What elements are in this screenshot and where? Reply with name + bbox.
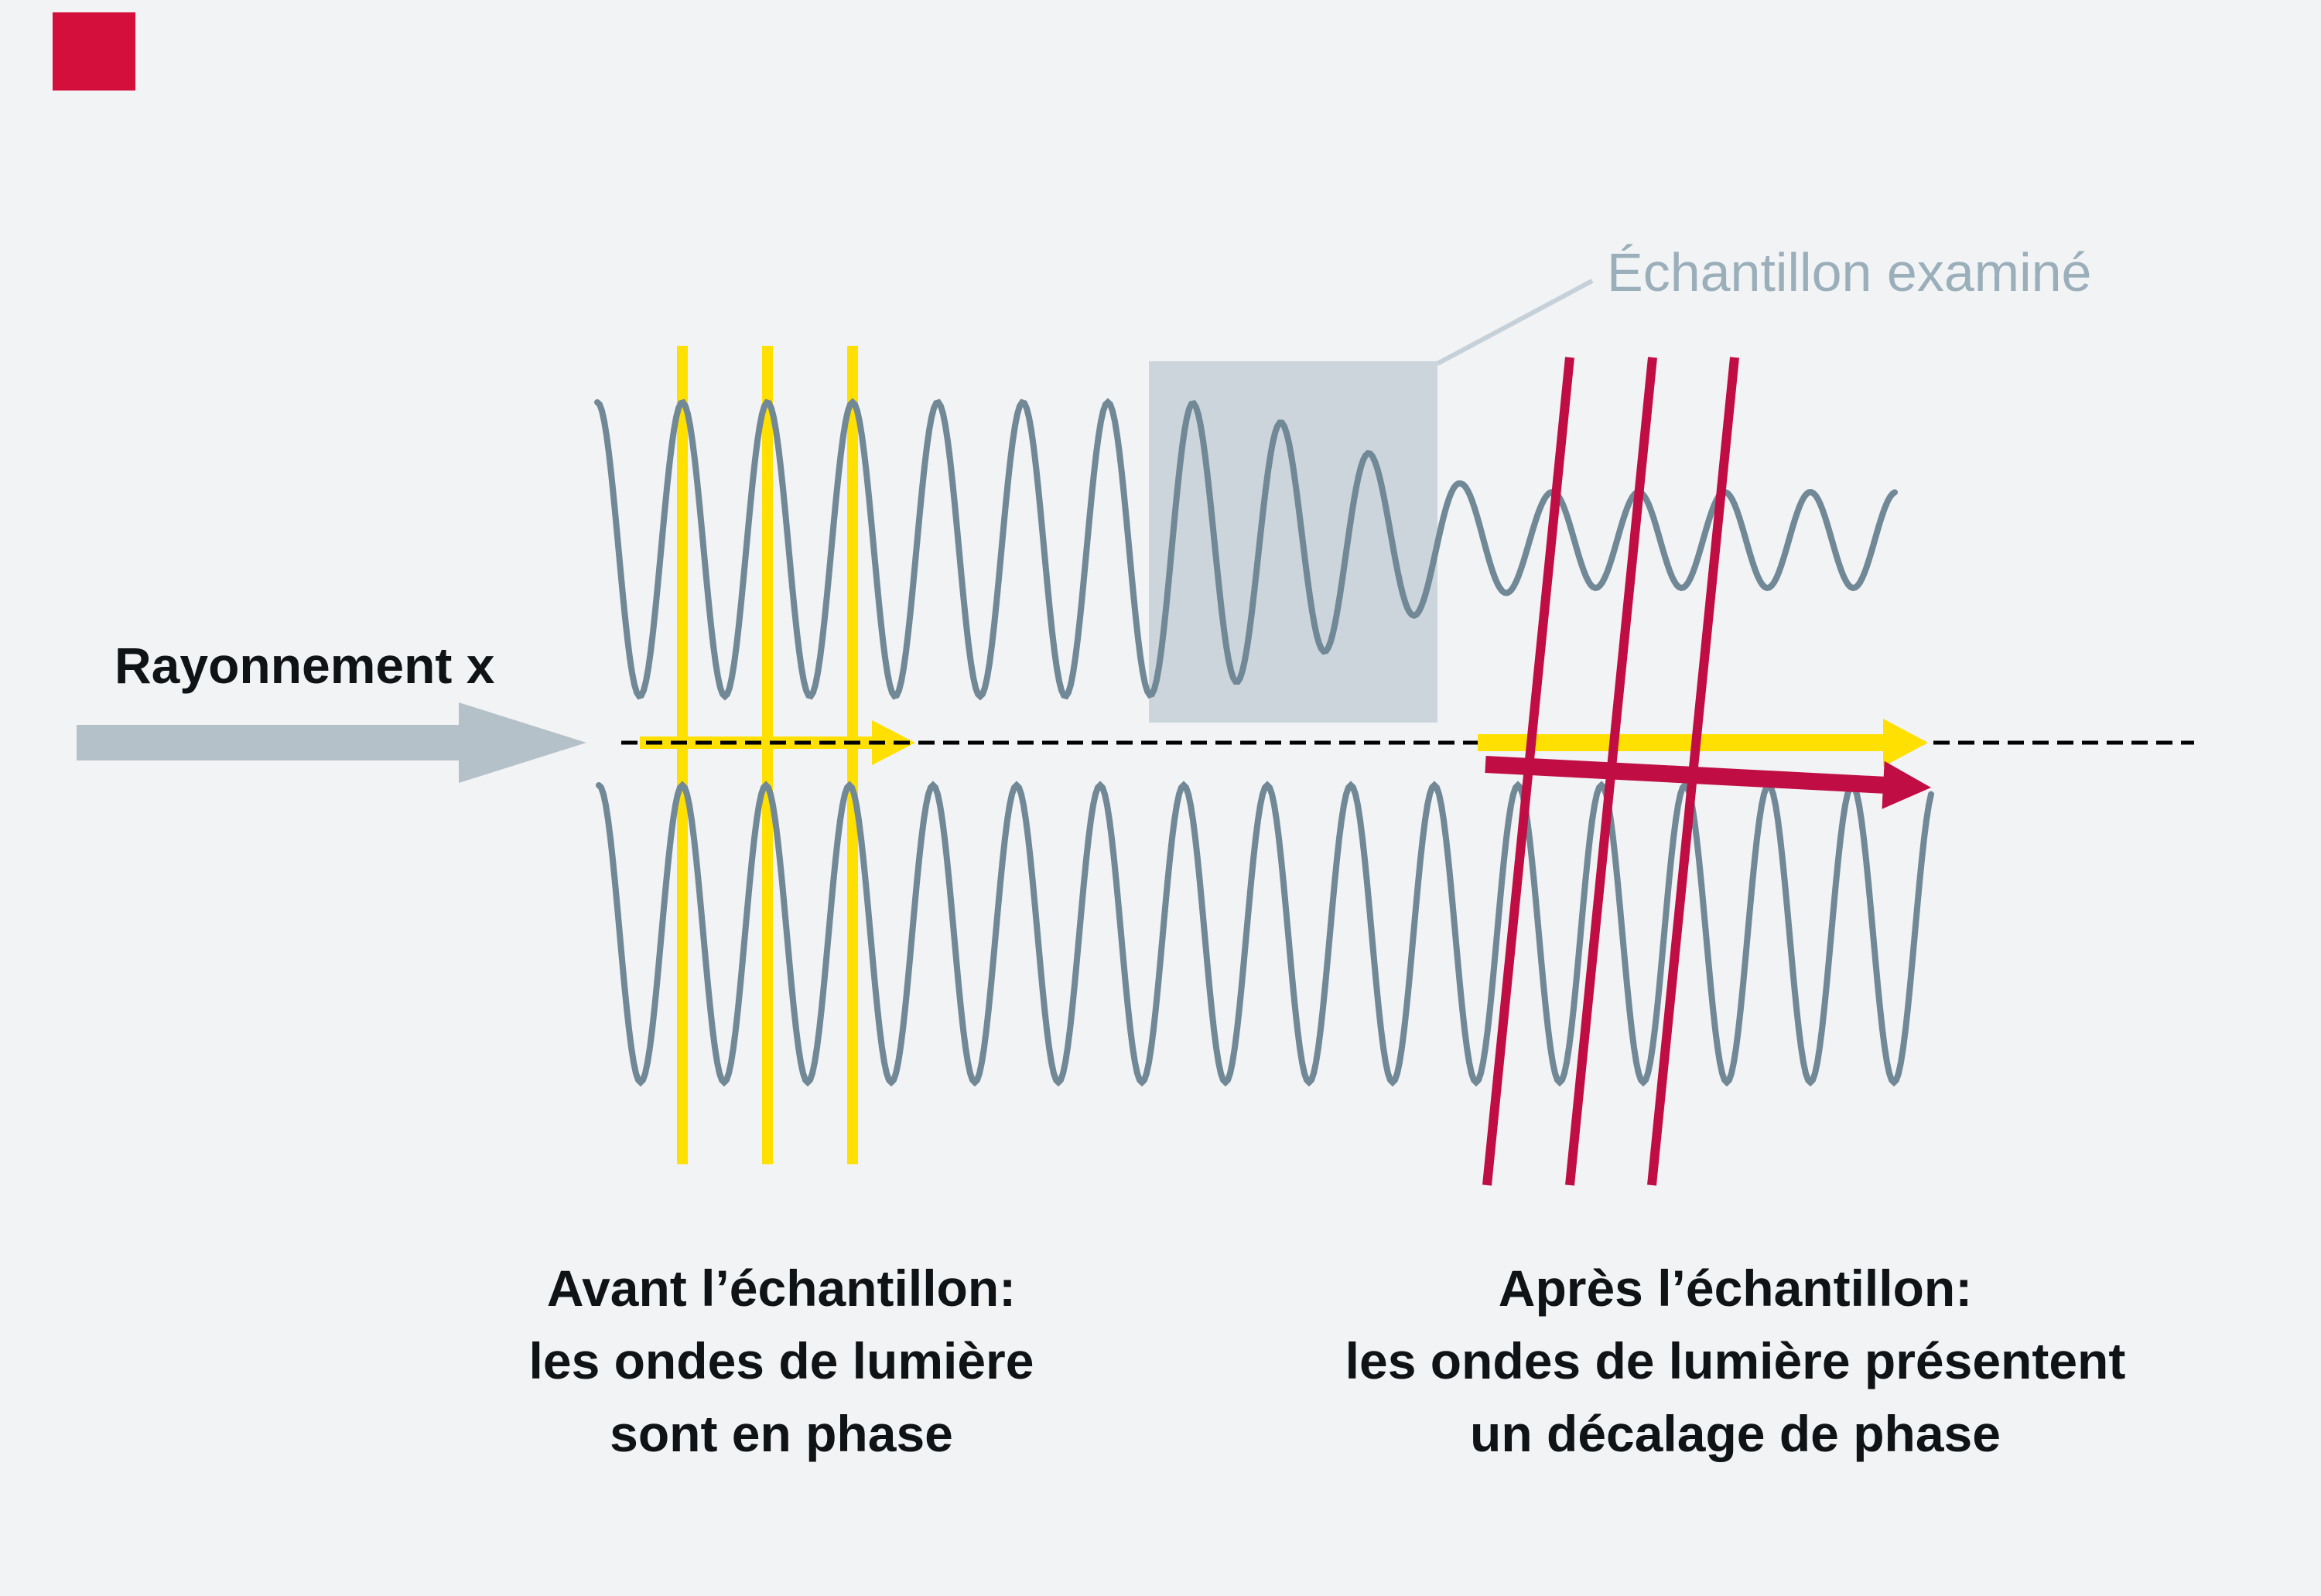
- caption-after-line1: Après l’échantillon:: [1498, 1259, 1973, 1317]
- caption-before-line3: sont en phase: [610, 1405, 953, 1462]
- crimson-arrow: [1485, 756, 1931, 809]
- red-logo-square: [53, 12, 135, 91]
- caption-after-line3: un décalage de phase: [1470, 1405, 2001, 1462]
- xray-arrow: [77, 702, 586, 783]
- caption-after-sample: Après l’échantillon: les ondes de lumièr…: [1194, 1252, 2277, 1470]
- radiation-label: Rayonnement x: [115, 637, 495, 694]
- sample-wave-upper: [594, 398, 1898, 701]
- caption-before-line2: les ondes de lumière: [528, 1332, 1034, 1389]
- caption-after-line2: les ondes de lumière présentent: [1345, 1332, 2126, 1389]
- reference-wave-lower: [596, 781, 1934, 1087]
- sample-label: Échantillon examiné: [1607, 242, 2092, 302]
- yellow-arrow-right: [1478, 719, 1928, 767]
- caption-before-line1: Avant l’échantillon:: [546, 1259, 1017, 1317]
- caption-before-sample: Avant l’échantillon: les ondes de lumièr…: [395, 1252, 1168, 1470]
- sample-pointer-line: [1436, 279, 1594, 366]
